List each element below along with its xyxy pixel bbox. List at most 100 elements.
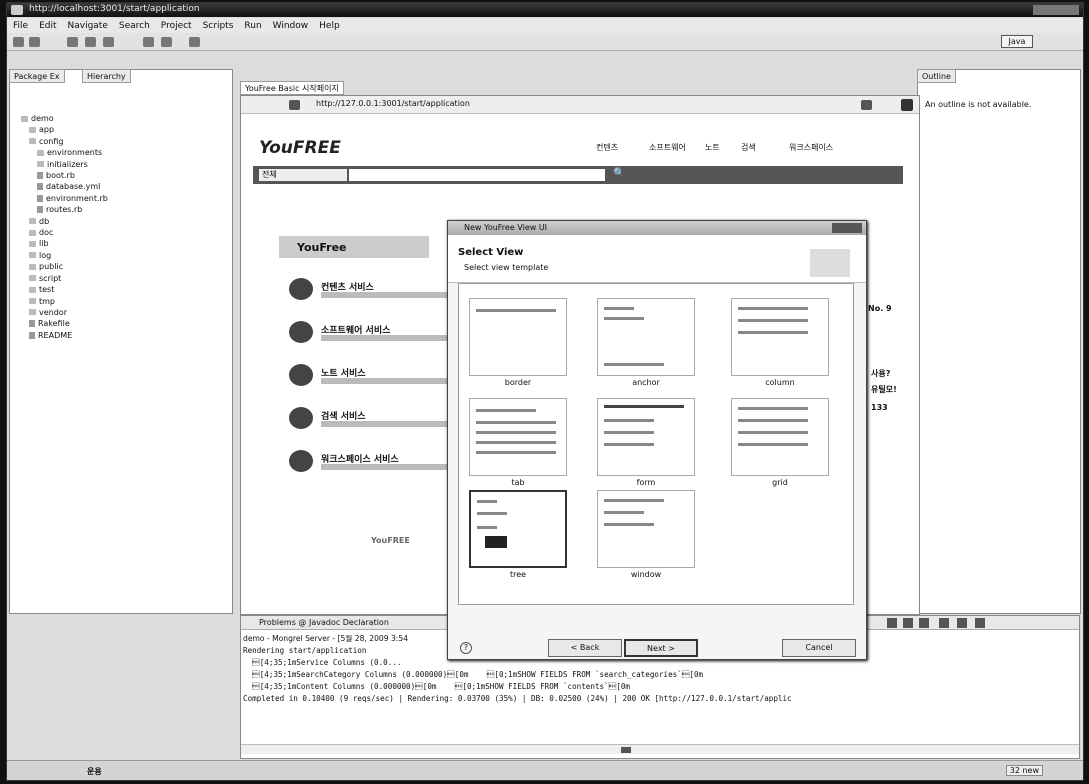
search-icon[interactable] xyxy=(103,37,114,47)
url-input[interactable]: http://127.0.0.1:3001/start/application xyxy=(316,99,470,108)
template-label: form xyxy=(636,478,656,487)
tree-item[interactable]: environments xyxy=(21,147,108,158)
perspective-java-button[interactable]: Java xyxy=(1001,35,1033,48)
template-column[interactable] xyxy=(731,298,829,376)
window-controls[interactable] xyxy=(1033,5,1079,15)
tree-item[interactable]: log xyxy=(21,250,108,261)
file-icon xyxy=(37,194,43,202)
tree-item[interactable]: public xyxy=(21,261,108,272)
menu-run[interactable]: Run xyxy=(244,20,262,31)
tab-hierarchy[interactable]: Hierarchy xyxy=(82,69,131,83)
help-icon[interactable]: ? xyxy=(460,642,472,654)
nav-note[interactable]: 노트 xyxy=(705,143,720,152)
console-open-icon[interactable] xyxy=(975,618,985,628)
tree-item[interactable]: tmp xyxy=(21,296,108,307)
file-icon xyxy=(37,206,43,214)
tree-item[interactable]: demo xyxy=(21,113,108,124)
back-icon[interactable] xyxy=(289,100,300,110)
tree-item[interactable]: README xyxy=(21,330,108,341)
run-icon[interactable] xyxy=(85,37,96,47)
tree-item[interactable]: Rakefile xyxy=(21,318,108,329)
next-button[interactable]: Next > xyxy=(624,639,698,657)
annotation-icon[interactable] xyxy=(189,37,200,47)
contents-service-icon xyxy=(289,278,313,300)
template-border[interactable] xyxy=(469,298,567,376)
tree-item[interactable]: initializers xyxy=(21,159,108,170)
youfree-logo: YouFREE xyxy=(259,138,341,158)
tree-item[interactable]: lib xyxy=(21,238,108,249)
template-form[interactable] xyxy=(597,398,695,476)
go-icon[interactable] xyxy=(861,100,872,110)
dialog-close-icon[interactable] xyxy=(832,223,862,233)
file-icon xyxy=(37,172,43,180)
debug-icon[interactable] xyxy=(67,37,78,47)
search-service-icon xyxy=(289,407,313,429)
youfree-box-title: YouFree xyxy=(279,236,429,258)
template-tab[interactable] xyxy=(469,398,567,476)
nav-contents[interactable]: 컨텐츠 xyxy=(596,143,619,152)
menu-scripts[interactable]: Scripts xyxy=(202,20,234,31)
eclipse-window: http://localhost:3001/start/application … xyxy=(6,2,1084,781)
console-remove-icon[interactable] xyxy=(903,618,913,628)
menu-search[interactable]: Search xyxy=(118,20,150,31)
file-icon xyxy=(37,183,43,191)
template-anchor[interactable] xyxy=(597,298,695,376)
template-label: column xyxy=(765,378,795,387)
nav-search[interactable]: 검색 xyxy=(741,143,756,152)
back-button[interactable]: < Back xyxy=(548,639,622,657)
tab-outline[interactable]: Outline xyxy=(917,69,956,83)
horizontal-scrollbar[interactable] xyxy=(241,744,1079,754)
tab-editor-youfree[interactable]: YouFree Basic 시작페이지 xyxy=(240,81,344,95)
menu-navigate[interactable]: Navigate xyxy=(67,20,108,31)
menu-help[interactable]: Help xyxy=(319,20,340,31)
console-terminate-icon[interactable] xyxy=(887,618,897,628)
console-display-icon[interactable] xyxy=(957,618,967,628)
menu-bar: File Edit Navigate Search Project Script… xyxy=(7,18,1083,33)
template-window[interactable] xyxy=(597,490,695,568)
tree-item[interactable]: config xyxy=(21,136,108,147)
wizard-banner-icon xyxy=(810,249,850,277)
nav-workspace[interactable]: 워크스페이스 xyxy=(789,143,834,152)
outline-panel xyxy=(917,69,1081,614)
console-pin-icon[interactable] xyxy=(939,618,949,628)
memory-indicator[interactable]: 32 new xyxy=(1005,765,1043,776)
search-category-select[interactable]: 전체 xyxy=(259,169,347,181)
nav-software[interactable]: 소프트웨어 xyxy=(649,143,686,152)
tree-item[interactable]: script xyxy=(21,273,108,284)
tab-package-explorer[interactable]: Package Ex xyxy=(9,69,65,83)
site-search-input[interactable] xyxy=(349,169,605,181)
new-icon[interactable] xyxy=(13,37,24,47)
menu-window[interactable]: Window xyxy=(272,20,309,31)
search-icon[interactable]: 🔍 xyxy=(613,168,626,179)
site-search-bar: 전체 🔍 xyxy=(253,166,903,184)
tree-item[interactable]: vendor xyxy=(21,307,108,318)
menu-file[interactable]: File xyxy=(13,20,29,31)
tree-item[interactable]: app xyxy=(21,124,108,135)
tree-item[interactable]: doc xyxy=(21,227,108,238)
save-icon[interactable] xyxy=(29,37,40,47)
status-text: 운용 xyxy=(87,767,102,776)
outline-message: An outline is not available. xyxy=(925,100,1032,109)
menu-project[interactable]: Project xyxy=(160,20,192,31)
template-grid-item[interactable] xyxy=(731,398,829,476)
tree-item[interactable]: db xyxy=(21,216,108,227)
folder-icon xyxy=(37,149,44,156)
open-task-icon[interactable] xyxy=(161,37,172,47)
side-text: 133 xyxy=(871,403,888,412)
scroll-thumb[interactable] xyxy=(621,747,631,753)
tree-item[interactable]: routes.rb xyxy=(21,204,108,215)
tree-item[interactable]: database.yml xyxy=(21,181,108,192)
tree-item[interactable]: boot.rb xyxy=(21,170,108,181)
cancel-button[interactable]: Cancel xyxy=(782,639,856,657)
footer-logo: YouFREE xyxy=(371,536,410,545)
browser-menu-icon[interactable] xyxy=(901,99,913,111)
tree-item[interactable]: test xyxy=(21,284,108,295)
open-type-icon[interactable] xyxy=(143,37,154,47)
side-text: 사용? xyxy=(871,369,891,378)
folder-icon xyxy=(29,252,36,259)
tree-item[interactable]: environment.rb xyxy=(21,193,108,204)
template-tree[interactable] xyxy=(469,490,567,568)
menu-edit[interactable]: Edit xyxy=(39,20,57,31)
folder-icon xyxy=(29,240,36,247)
console-clear-icon[interactable] xyxy=(919,618,929,628)
